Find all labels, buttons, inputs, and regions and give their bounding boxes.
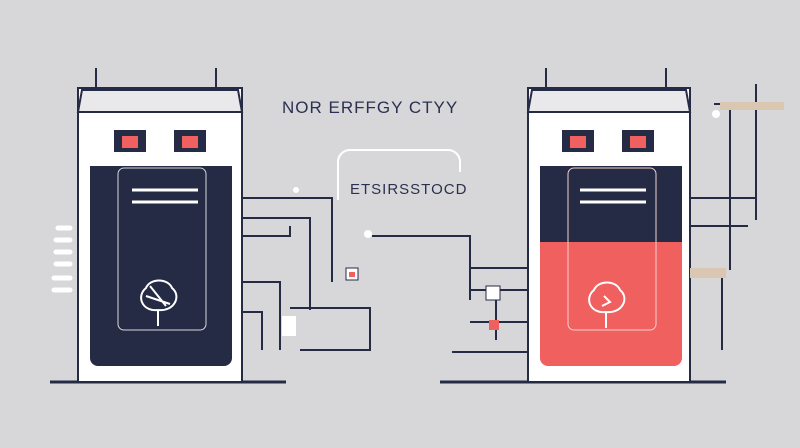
sign-text: ETSIRSSTOCD	[350, 181, 467, 198]
title-text: NOR ERFFGY CTYY	[282, 98, 458, 117]
left-indicator-dashes	[51, 225, 73, 293]
battery-cabinet-right	[526, 68, 692, 383]
connector-nodes	[282, 102, 784, 336]
charge-level-fill	[540, 242, 682, 366]
tree-logo-icon	[588, 281, 626, 328]
tree-logo-icon	[140, 279, 178, 326]
sign-outline	[337, 149, 461, 200]
wiring	[242, 84, 780, 353]
battery-cabinet-left	[76, 68, 244, 383]
